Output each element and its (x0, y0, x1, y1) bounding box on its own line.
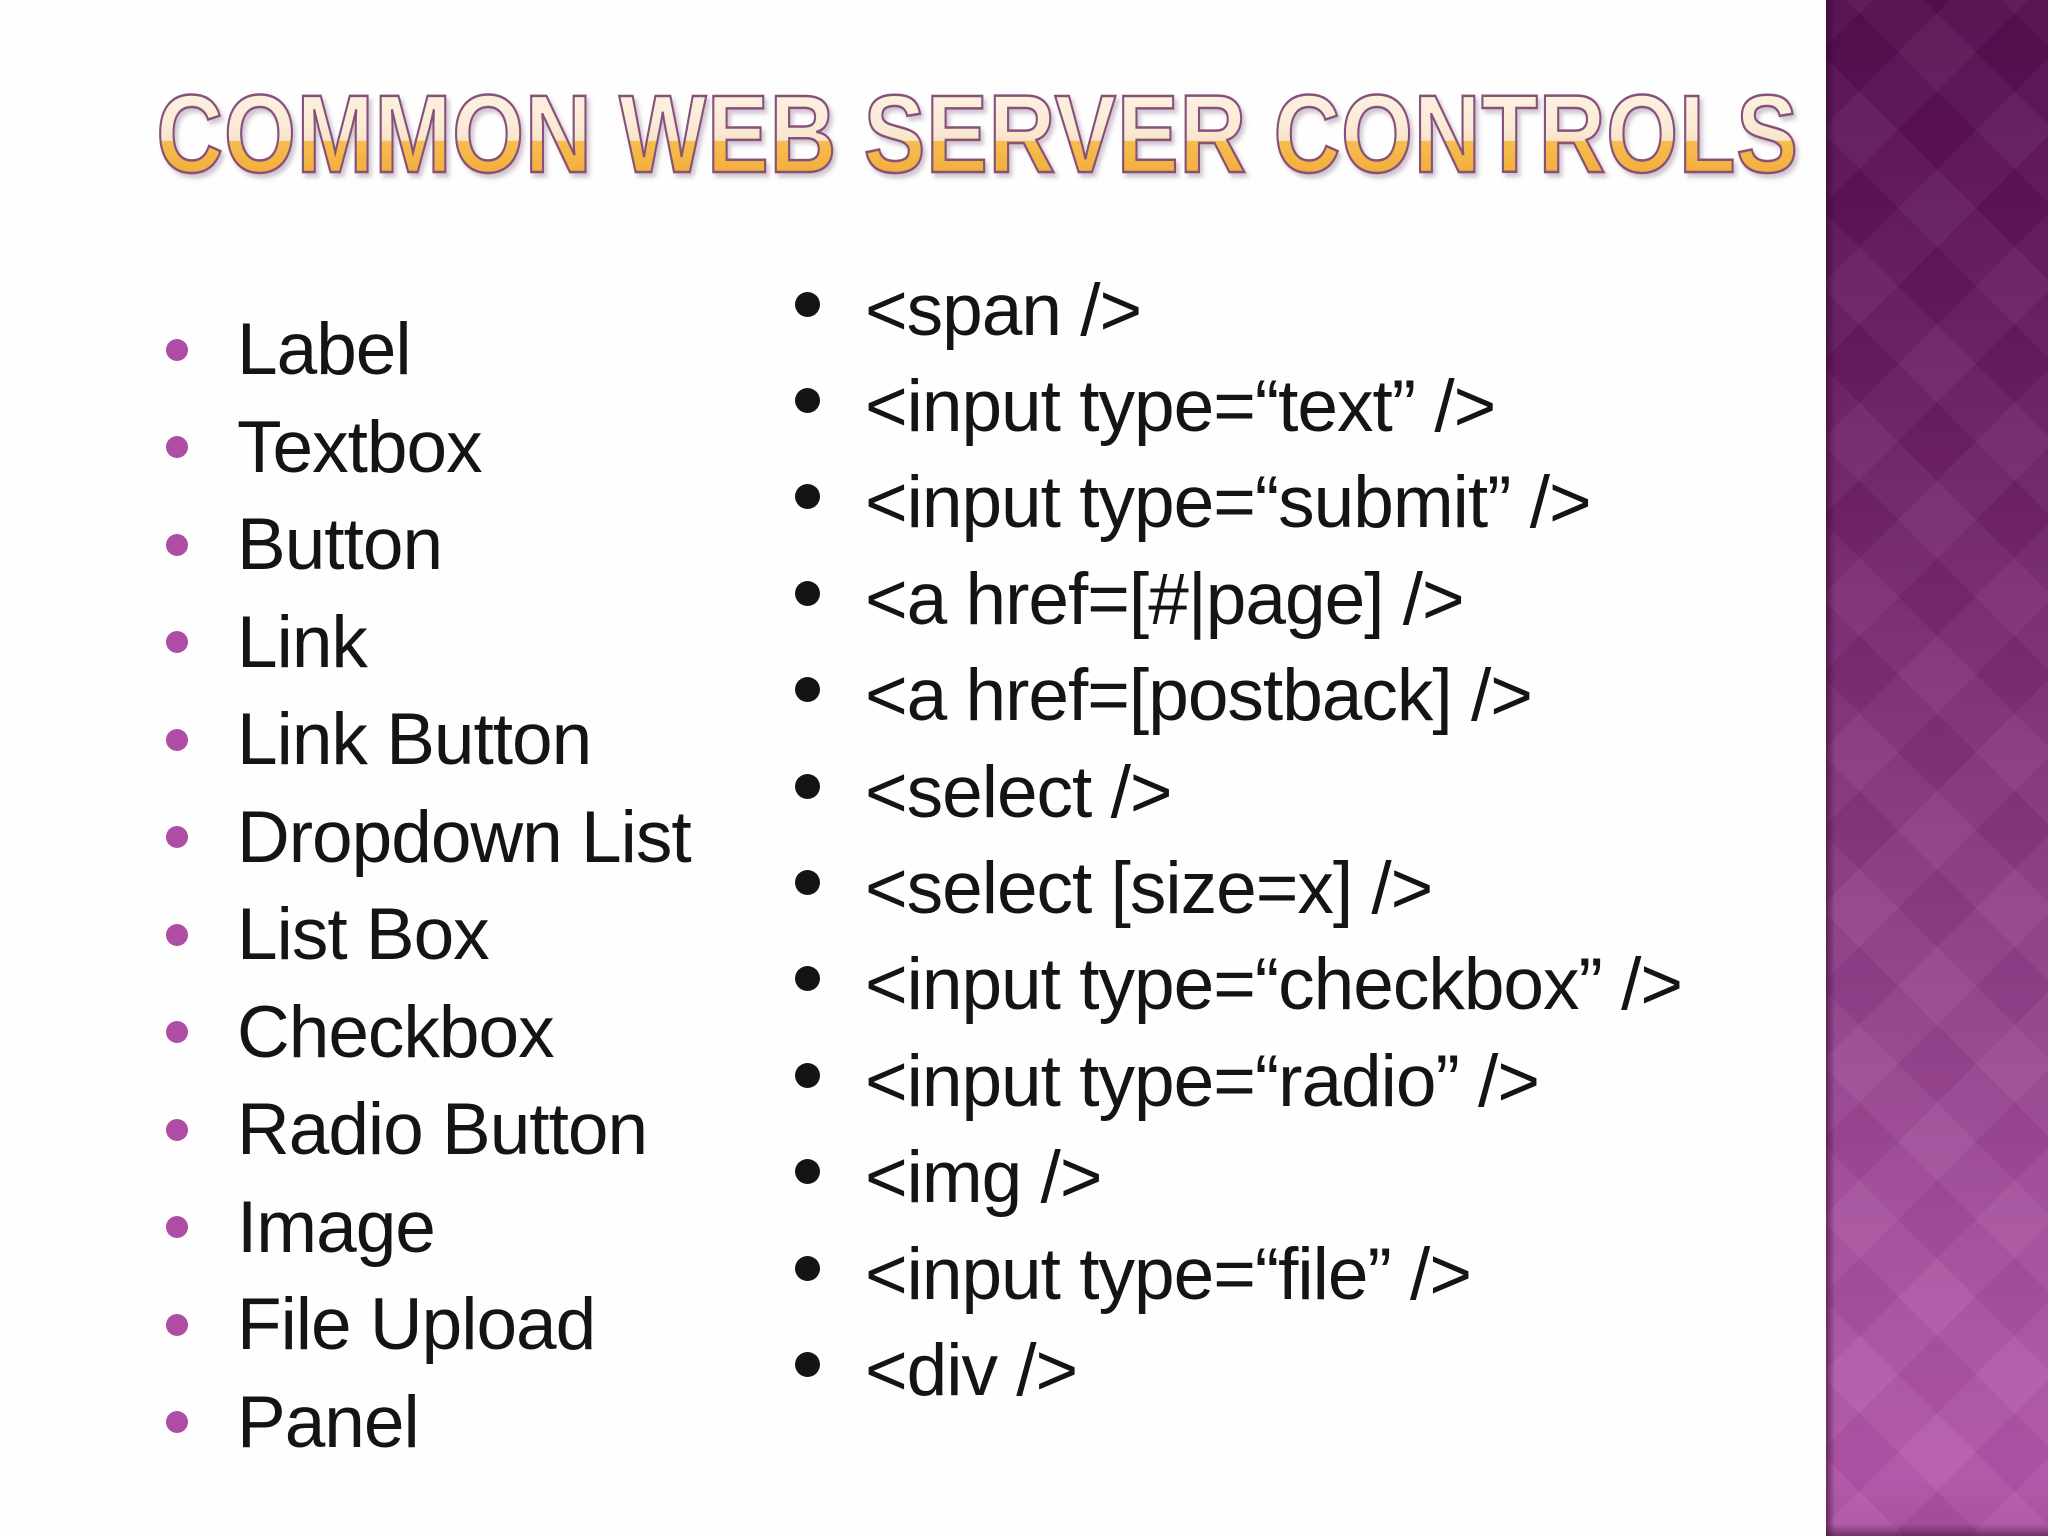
decorative-sidebar (1826, 0, 2048, 1536)
list-item-label: Image (237, 1186, 436, 1268)
bullet-icon (166, 826, 188, 849)
bullet-icon (795, 291, 820, 317)
list-item: <input type=“file” /> (795, 1226, 1682, 1322)
list-item: Panel (166, 1374, 691, 1472)
bullet-icon (795, 388, 820, 414)
list-item-label: Panel (237, 1381, 420, 1463)
server-controls-list: Label Textbox Button Link Link Button Dr… (166, 301, 692, 1472)
list-item-label: <input type=“file” /> (865, 1233, 1472, 1315)
list-item: <span /> (795, 262, 1682, 358)
list-item: Label (166, 301, 691, 399)
list-item-label: File Upload (237, 1284, 596, 1366)
list-item-label: Link (237, 601, 368, 683)
list-item: Button (166, 496, 691, 594)
bullet-icon (166, 1118, 188, 1141)
list-item: <input type=“radio” /> (795, 1033, 1682, 1129)
list-item: Textbox (166, 399, 691, 497)
list-item: <input type=“submit” /> (795, 455, 1682, 551)
bullet-icon (795, 773, 820, 799)
list-item: <a href=[postback] /> (795, 648, 1682, 744)
list-item-label: List Box (237, 894, 490, 976)
list-item-label: <input type=“checkbox” /> (865, 944, 1683, 1026)
list-item: File Upload (166, 1276, 691, 1374)
list-item: List Box (166, 886, 691, 984)
list-item: Image (166, 1179, 691, 1277)
list-item-label: Textbox (237, 406, 483, 488)
list-item-label: <select /> (865, 751, 1173, 833)
bullet-icon (166, 338, 188, 361)
list-item-label: Checkbox (237, 991, 555, 1073)
list-item-label: <input type=“text” /> (865, 366, 1496, 448)
list-item-label: <input type=“radio” /> (865, 1040, 1540, 1122)
list-item-label: Radio Button (237, 1089, 648, 1171)
bullet-icon (795, 966, 820, 992)
list-item: Link Button (166, 691, 691, 789)
list-item-label: Dropdown List (237, 796, 692, 878)
list-item-label: <a href=[#|page] /> (865, 558, 1465, 640)
bullet-icon (795, 1255, 820, 1281)
list-item-label: Label (237, 309, 412, 391)
list-item-label: <span /> (865, 269, 1142, 351)
bullet-icon (795, 484, 820, 510)
bullet-icon (166, 1313, 188, 1336)
list-item-label: <input type=“submit” /> (865, 462, 1592, 544)
bullet-icon (166, 1021, 188, 1044)
list-item: Dropdown List (166, 789, 692, 887)
list-item: <img /> (795, 1130, 1682, 1226)
list-item: <div /> (795, 1322, 1682, 1418)
bullet-icon (795, 870, 820, 896)
bullet-icon (795, 1351, 820, 1377)
html-equivalents-list: <span /> <input type=“text” /> <input ty… (795, 262, 1683, 1419)
list-item: Radio Button (166, 1081, 691, 1179)
list-item: Link (166, 594, 691, 692)
list-item-label: <select [size=x] /> (865, 848, 1433, 930)
bullet-icon (795, 580, 820, 606)
list-item: <select [size=x] /> (795, 840, 1682, 936)
bullet-icon (166, 631, 188, 654)
bullet-icon (166, 728, 188, 751)
title-container: COMMON WEB SERVER CONTROLS (0, 72, 1826, 199)
bullet-icon (166, 923, 188, 946)
bullet-icon (166, 533, 188, 556)
list-item: <input type=“text” /> (795, 358, 1682, 454)
bullet-icon (166, 1411, 188, 1434)
slide-title: COMMON WEB SERVER CONTROLS (155, 72, 1799, 199)
list-item: <input type=“checkbox” /> (795, 937, 1683, 1033)
bullet-icon (795, 1159, 820, 1185)
list-item: <select /> (795, 744, 1682, 840)
list-item-label: Button (237, 504, 443, 586)
list-item: <a href=[#|page] /> (795, 551, 1682, 647)
list-item: Checkbox (166, 984, 691, 1082)
list-item-label: <a href=[postback] /> (865, 655, 1533, 737)
list-item-label: Link Button (237, 699, 592, 781)
bullet-icon (166, 1216, 188, 1239)
bullet-icon (166, 436, 188, 459)
bullet-icon (795, 677, 820, 703)
bullet-icon (795, 1062, 820, 1088)
list-item-label: <img /> (865, 1137, 1102, 1219)
list-item-label: <div /> (865, 1329, 1078, 1411)
